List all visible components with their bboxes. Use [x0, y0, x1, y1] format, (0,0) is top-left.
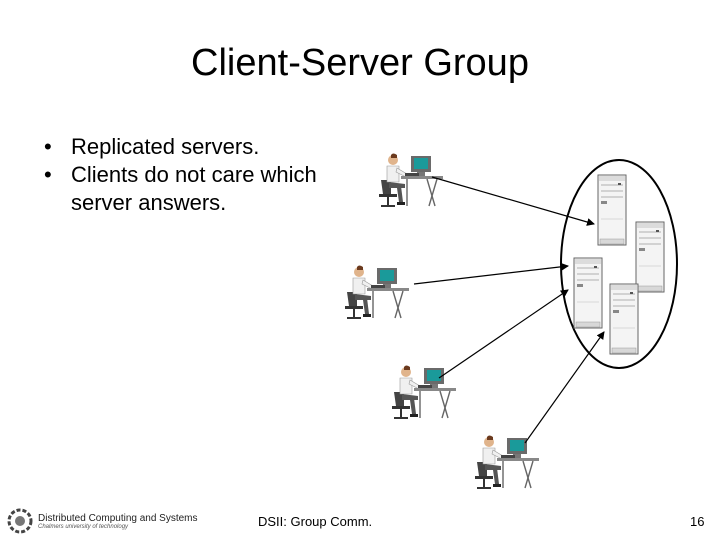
bullet-list: Replicated servers. Clients do not care …: [44, 133, 364, 217]
arrow-client-1-to-server: [431, 176, 595, 226]
slide-title: Client-Server Group: [191, 42, 529, 84]
bullet-item: Replicated servers.: [44, 133, 364, 161]
footer-logo: Distributed Computing and Systems Chalme…: [6, 508, 206, 534]
client-4-icon: [474, 434, 540, 489]
client-1-icon: [378, 152, 444, 207]
server-3-icon: [573, 257, 603, 329]
client-2-icon: [344, 264, 410, 319]
arrow-client-2-to-server: [413, 262, 569, 285]
logo-title: Distributed Computing and Systems: [38, 513, 198, 524]
logo-subtitle: Chalmers university of technology: [38, 524, 129, 530]
bullet-item: Clients do not care which server answers…: [44, 161, 364, 217]
logo-emblem-icon: [7, 508, 33, 534]
server-2-icon: [635, 221, 665, 293]
server-4-icon: [609, 283, 639, 355]
arrow-client-4-to-server: [524, 331, 605, 444]
arrow-client-3-to-server: [438, 289, 569, 379]
footer-course-label: DSII: Group Comm.: [258, 514, 373, 529]
server-1-icon: [597, 174, 627, 246]
page-number: 16: [690, 514, 705, 529]
